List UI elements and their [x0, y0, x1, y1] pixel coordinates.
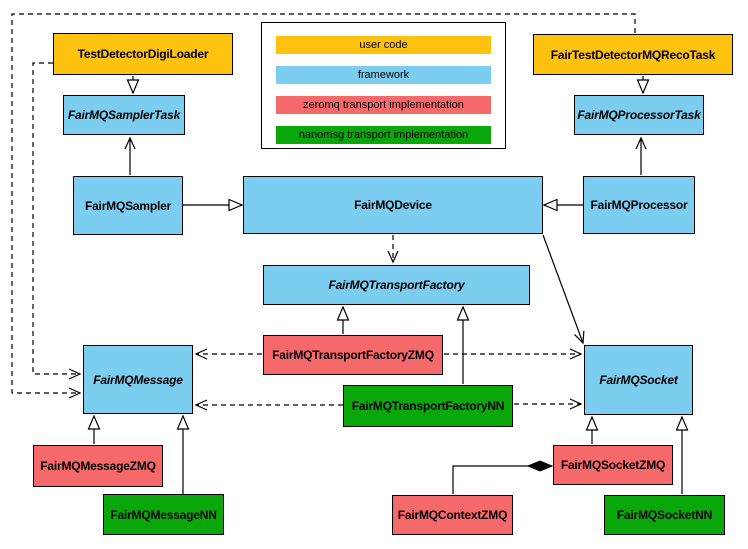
- edge-digiloader-depends-message: [32, 62, 82, 380]
- edge-socketzmq-composes-contextzmq: [452, 466, 552, 494]
- node-fairmqsamplertask: FairMQSamplerTask: [63, 95, 185, 135]
- node-fairmqsampler: FairMQSampler: [73, 176, 183, 235]
- node-testdetectordigiloader: TestDetectorDigiLoader: [53, 33, 233, 75]
- node-fairmqsocketnn: FairMQSocketNN: [604, 495, 725, 535]
- edge-device-uses-socket: [542, 234, 585, 345]
- legend-item-framework: framework: [276, 66, 491, 84]
- node-fairmqtransportfactoryzmq: FairMQTransportFactoryZMQ: [263, 335, 443, 375]
- node-fairmqdevice: FairMQDevice: [243, 176, 543, 234]
- edge-recotask-depends-message: [11, 13, 636, 399]
- node-fairmqprocessortask: FairMQProcessorTask: [574, 95, 704, 135]
- legend: user code framework zeromq transport imp…: [261, 22, 506, 149]
- node-fairmqsocketzmq: FairMQSocketZMQ: [553, 445, 673, 485]
- legend-item-nanomsg: nanomsg transport implementation: [276, 126, 491, 144]
- node-fairmqcontextzmq: FairMQContextZMQ: [392, 495, 513, 535]
- node-fairmqmessage: FairMQMessage: [83, 345, 193, 414]
- node-fairmqtransportfactory: FairMQTransportFactory: [263, 265, 530, 305]
- node-fairmqtransportfactorynn: FairMQTransportFactoryNN: [343, 385, 513, 427]
- node-fairmqprocessor: FairMQProcessor: [583, 176, 695, 234]
- legend-item-zeromq: zeromq transport implementation: [276, 96, 491, 114]
- legend-item-user-code: user code: [276, 36, 491, 54]
- node-fairmqmessagenn: FairMQMessageNN: [103, 494, 224, 535]
- node-fairmqmessagezmq: FairMQMessageZMQ: [33, 445, 163, 487]
- node-fairtestdetectormqrecotask: FairTestDetectorMQRecoTask: [533, 34, 733, 75]
- node-fairmqsocket: FairMQSocket: [584, 345, 693, 415]
